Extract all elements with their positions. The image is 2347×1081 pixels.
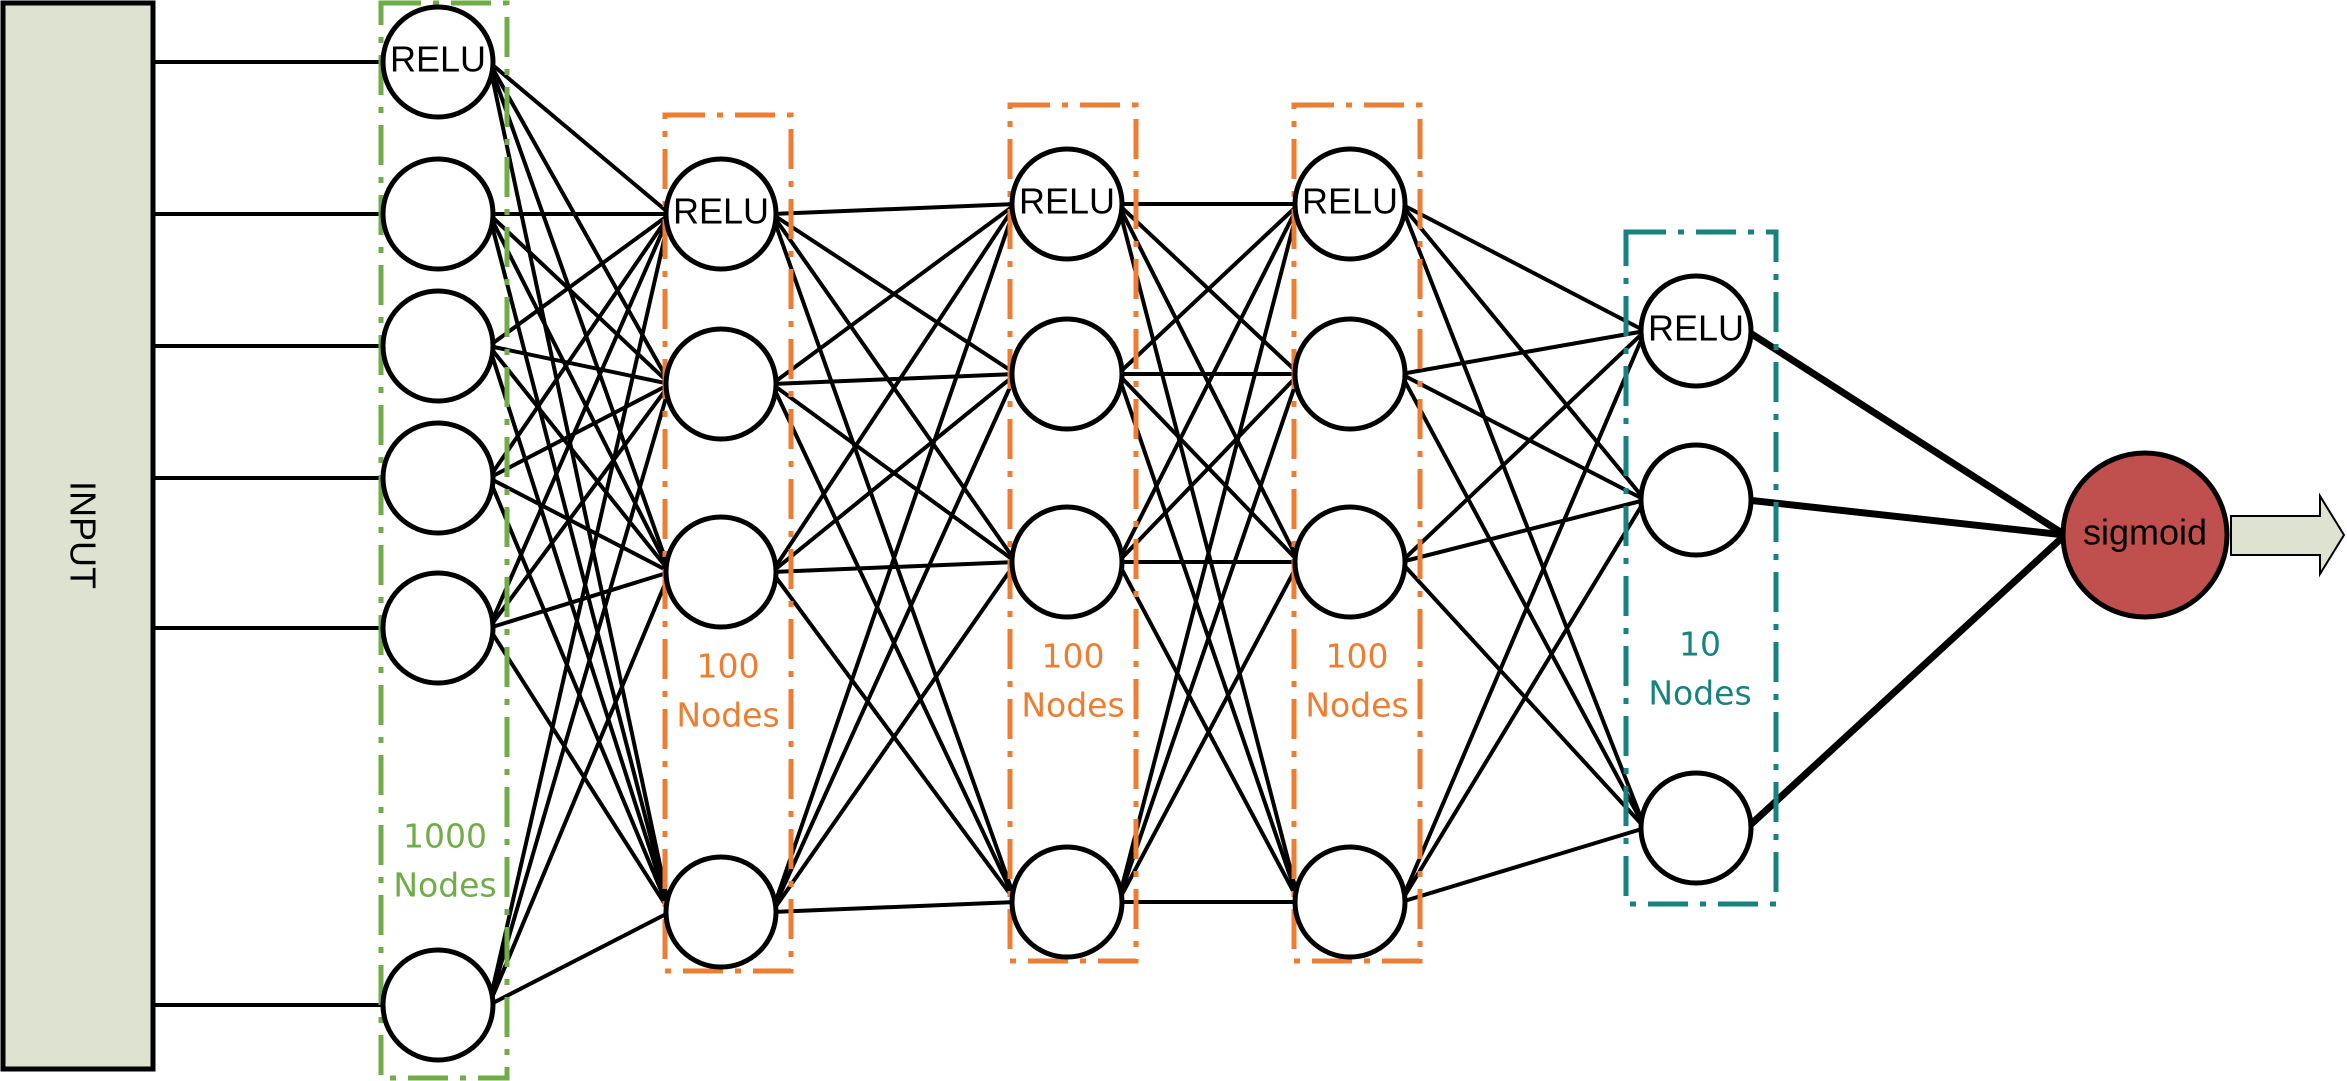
layer-5-node bbox=[1638, 273, 1754, 389]
output-label: sigmoid bbox=[2083, 512, 2207, 553]
connection-line bbox=[487, 212, 672, 348]
connection-line bbox=[771, 372, 1017, 386]
output-node bbox=[2060, 450, 2230, 620]
layer-1-box bbox=[378, 0, 510, 1081]
layer-3-node bbox=[1009, 844, 1125, 960]
connection-line bbox=[487, 212, 672, 480]
connection-line bbox=[488, 382, 671, 480]
layer-5-box bbox=[1623, 229, 1779, 907]
layer-1-count: 1000 bbox=[403, 817, 487, 856]
layer-4-node bbox=[1292, 844, 1408, 960]
layer-4-node bbox=[1292, 316, 1408, 432]
connection-line bbox=[1400, 826, 1646, 904]
connection-line bbox=[488, 344, 671, 386]
layer-2-node bbox=[663, 514, 779, 630]
layer-3-unit: Nodes bbox=[1021, 686, 1124, 725]
connection-line bbox=[487, 60, 672, 216]
nodes bbox=[380, 4, 1754, 1063]
layer-1-node bbox=[380, 947, 496, 1063]
input-label: INPUT bbox=[62, 481, 103, 589]
connection-line bbox=[1399, 373, 1647, 829]
layer-4-count: 100 bbox=[1326, 637, 1389, 676]
connection-line bbox=[487, 213, 672, 1006]
connection-line bbox=[1400, 372, 1646, 502]
layer-5-node bbox=[1638, 442, 1754, 558]
layer-3-count: 100 bbox=[1042, 637, 1105, 676]
layer-4-node bbox=[1292, 146, 1408, 262]
connection-line bbox=[770, 560, 1018, 914]
layer-2-activation-label: RELU bbox=[673, 191, 769, 232]
connection-line bbox=[770, 203, 1018, 913]
layer-5-unit: Nodes bbox=[1648, 674, 1751, 713]
connection-line bbox=[487, 382, 672, 630]
layer-3-activation-label: RELU bbox=[1019, 181, 1115, 222]
connection-line bbox=[1399, 498, 1647, 904]
layer-1-node bbox=[380, 4, 496, 120]
connection-line bbox=[771, 560, 1017, 574]
connection-line bbox=[1116, 372, 1301, 564]
connection-line bbox=[1400, 329, 1646, 376]
connection-line bbox=[1116, 203, 1301, 903]
connection-line bbox=[1116, 203, 1301, 563]
connection-line bbox=[487, 213, 672, 629]
connections bbox=[153, 60, 2068, 1007]
output-connection bbox=[1745, 328, 2067, 538]
connection-line bbox=[1399, 560, 1647, 830]
layer-1-node bbox=[380, 156, 496, 272]
connection-line bbox=[1399, 203, 1647, 829]
connection-line bbox=[488, 910, 671, 1007]
layer-5-node bbox=[1638, 770, 1754, 886]
layer-4-node bbox=[1292, 504, 1408, 620]
layer-5-count: 10 bbox=[1679, 625, 1721, 664]
connection-line bbox=[487, 213, 672, 573]
output-connection bbox=[1744, 532, 2068, 831]
connection-line bbox=[1399, 330, 1647, 903]
connection-line bbox=[487, 344, 672, 574]
connection-line bbox=[487, 212, 672, 386]
connection-line bbox=[770, 373, 1018, 913]
layer-2-node bbox=[663, 326, 779, 442]
connection-line bbox=[1400, 498, 1646, 564]
layer-1-node bbox=[380, 570, 496, 686]
connection-line bbox=[1400, 202, 1646, 333]
connection-line bbox=[770, 372, 1018, 574]
connection-line bbox=[487, 383, 672, 1006]
layer-3-node bbox=[1009, 146, 1125, 262]
connection-line bbox=[1116, 373, 1301, 903]
connection-line bbox=[1116, 202, 1301, 376]
layer-1-node bbox=[380, 420, 496, 536]
connection-line bbox=[487, 213, 672, 913]
connection-line bbox=[487, 61, 672, 385]
layer-2-node bbox=[663, 156, 779, 272]
layer-4-activation-label: RELU bbox=[1302, 181, 1398, 222]
input-block bbox=[0, 0, 156, 1072]
connection-line bbox=[487, 61, 672, 913]
connection-line bbox=[770, 202, 1018, 386]
layer-3-node bbox=[1009, 504, 1125, 620]
connection-line bbox=[770, 202, 1018, 574]
layer-1-unit: Nodes bbox=[393, 866, 496, 905]
layer-3-node bbox=[1009, 316, 1125, 432]
connection-line bbox=[1399, 329, 1647, 564]
connection-line bbox=[771, 202, 1017, 216]
layer-1-activation-label: RELU bbox=[390, 39, 486, 80]
layer-4-unit: Nodes bbox=[1305, 686, 1408, 725]
right-arrow-icon bbox=[2230, 492, 2346, 578]
layer-5-activation-label: RELU bbox=[1648, 308, 1744, 349]
layer-2-unit: Nodes bbox=[676, 696, 779, 735]
connection-line bbox=[487, 345, 672, 913]
output-connection bbox=[1746, 496, 2066, 539]
connection-line bbox=[1116, 561, 1301, 903]
layer-2-count: 100 bbox=[697, 647, 760, 686]
connection-line bbox=[488, 476, 671, 574]
layer-1-node bbox=[380, 288, 496, 404]
connection-line bbox=[487, 571, 672, 1006]
connection-line bbox=[487, 626, 672, 914]
connection-line bbox=[488, 570, 671, 630]
layer-2-node bbox=[663, 854, 779, 970]
connection-line bbox=[771, 900, 1017, 914]
